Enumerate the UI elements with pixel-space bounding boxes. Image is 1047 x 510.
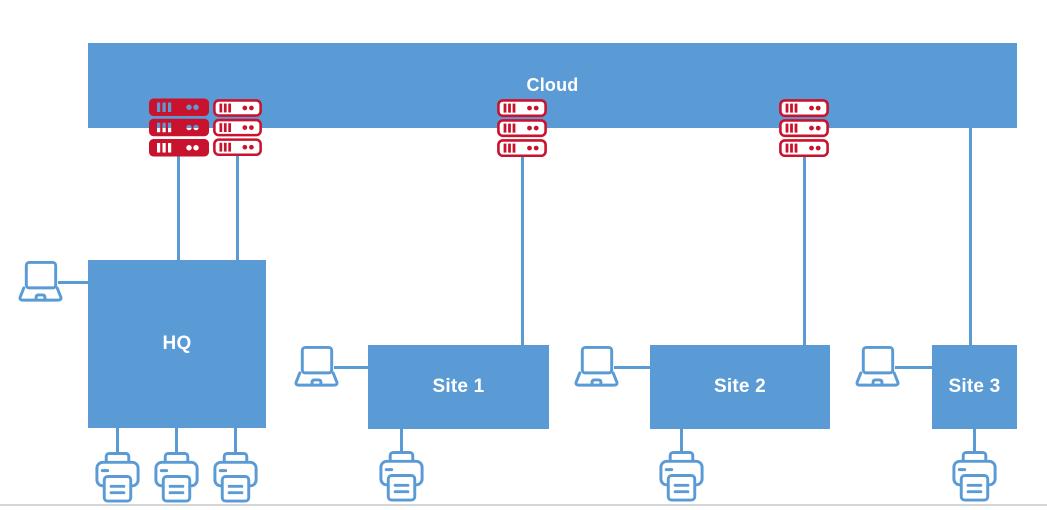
site3-node: Site 3 <box>932 345 1017 429</box>
server-rack-outline-icon-site1 <box>497 99 547 157</box>
laptop-icon-site3 <box>854 345 901 390</box>
site2-label: Site 2 <box>714 376 766 397</box>
hq-label: HQ <box>162 333 192 354</box>
site3-label: Site 3 <box>948 376 1001 397</box>
printer-icon-hq-3 <box>213 452 258 503</box>
printer-icon-site1 <box>379 451 424 502</box>
server-rack-outline-icon-hq <box>213 98 262 157</box>
connector-laptop-to-site2 <box>614 366 650 369</box>
connector-servers-outline-to-hq <box>236 150 239 260</box>
site2-node: Site 2 <box>650 345 830 429</box>
connector-site3-to-printer <box>973 429 976 453</box>
cloud-label: Cloud <box>526 75 579 95</box>
server-rack-solid-icon <box>149 98 209 157</box>
laptop-icon-site1 <box>293 345 340 390</box>
connector-cloud-to-site3 <box>969 128 972 345</box>
connector-servers-to-site1 <box>521 150 524 345</box>
connector-servers-to-site2 <box>803 150 806 345</box>
connector-laptop-to-site3 <box>895 366 932 369</box>
laptop-icon-site2 <box>573 345 620 390</box>
laptop-icon-hq <box>17 260 64 305</box>
printer-icon-hq-2 <box>154 452 199 503</box>
printer-icon-site3 <box>952 451 997 502</box>
printer-icon-hq-1 <box>95 452 140 503</box>
connector-hq-to-printer-1 <box>116 428 119 455</box>
connector-hq-to-printer-3 <box>234 428 237 455</box>
hq-node: HQ <box>88 260 266 428</box>
server-rack-outline-icon-site2 <box>779 99 829 157</box>
connector-laptop-to-hq <box>58 281 88 284</box>
connector-servers-solid-to-hq <box>177 150 180 260</box>
connector-site2-to-printer <box>680 429 683 453</box>
connector-laptop-to-site1 <box>334 366 368 369</box>
connector-site1-to-printer <box>400 429 403 453</box>
printer-icon-site2 <box>659 451 704 502</box>
connector-hq-to-printer-2 <box>175 428 178 455</box>
site1-node: Site 1 <box>368 345 549 429</box>
site1-label: Site 1 <box>432 376 485 397</box>
page-bottom-edge <box>0 504 1047 506</box>
